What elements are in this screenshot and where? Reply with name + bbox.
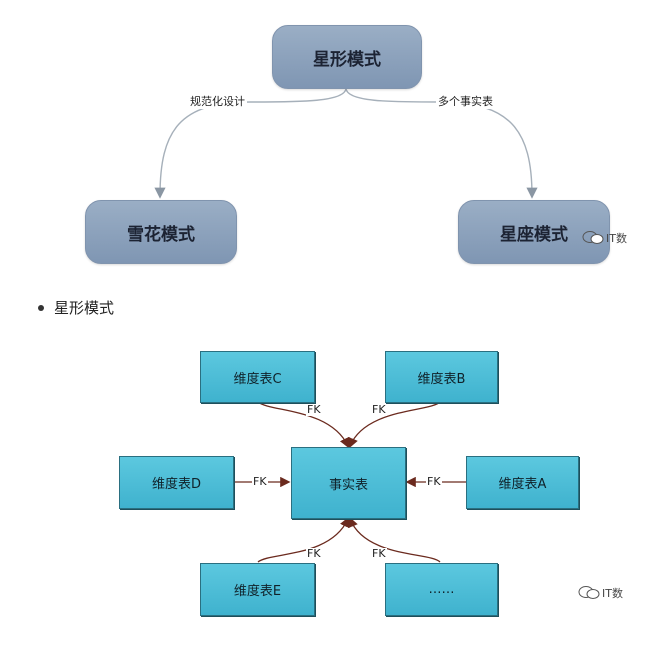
dimension-table-b-label: 维度表B [417,371,466,387]
wechat-icon [578,586,600,600]
dimension-table-d-label: 维度表D [151,477,201,492]
wechat-icon [582,231,604,245]
fact-table-label: 事实表 [328,477,368,493]
star-mode-node: 星形模式 [272,25,422,89]
snowflake-mode-label: 雪花模式 [127,224,195,245]
dimension-table-d: 维度表D [119,456,234,509]
star-mode-label: 星形模式 [313,49,381,70]
fk-edge-e [257,516,350,563]
fk-label-d: FK [252,475,268,488]
constellation-mode-node: 星座模式 [458,200,610,264]
fk-edge-c [257,401,350,449]
fk-label-a: FK [426,475,442,488]
dimension-table-e: 维度表E [200,563,315,616]
watermark-text: IT数 [602,587,623,600]
bullet-star-mode: 星形模式 [38,297,114,318]
bullet-dot [38,304,44,311]
bullet-text: 星形模式 [54,299,115,317]
dimension-table-c: 维度表C [200,351,315,403]
constellation-mode-label: 星座模式 [500,224,568,245]
multi-fact-edge-label: 多个事实表 [436,95,495,109]
fk-edge-b [348,401,441,449]
dimension-table-b: 维度表B [385,351,498,403]
dimension-table-a: 维度表A [466,456,579,509]
fk-label-c: FK [306,403,322,416]
fk-label-b: FK [371,403,387,416]
dimension-table-e-label: 维度表E [233,584,282,599]
dimension-table-more: …… [385,563,498,616]
watermark-text: IT数 [606,232,627,245]
dimension-table-a-label: 维度表A [498,477,547,492]
dimension-table-more-label: …… [428,582,455,597]
normalization-edge-label: 规范化设计 [188,95,247,109]
snowflake-mode-node: 雪花模式 [85,200,237,264]
fk-label-more: FK [371,547,387,560]
watermark-bottom: IT数 [578,585,623,601]
watermark-top: IT数 [582,230,627,246]
dimension-table-c-label: 维度表C [233,371,282,387]
fk-label-e: FK [306,547,322,560]
fact-table: 事实表 [291,447,406,519]
fk-edge-more [348,516,441,563]
